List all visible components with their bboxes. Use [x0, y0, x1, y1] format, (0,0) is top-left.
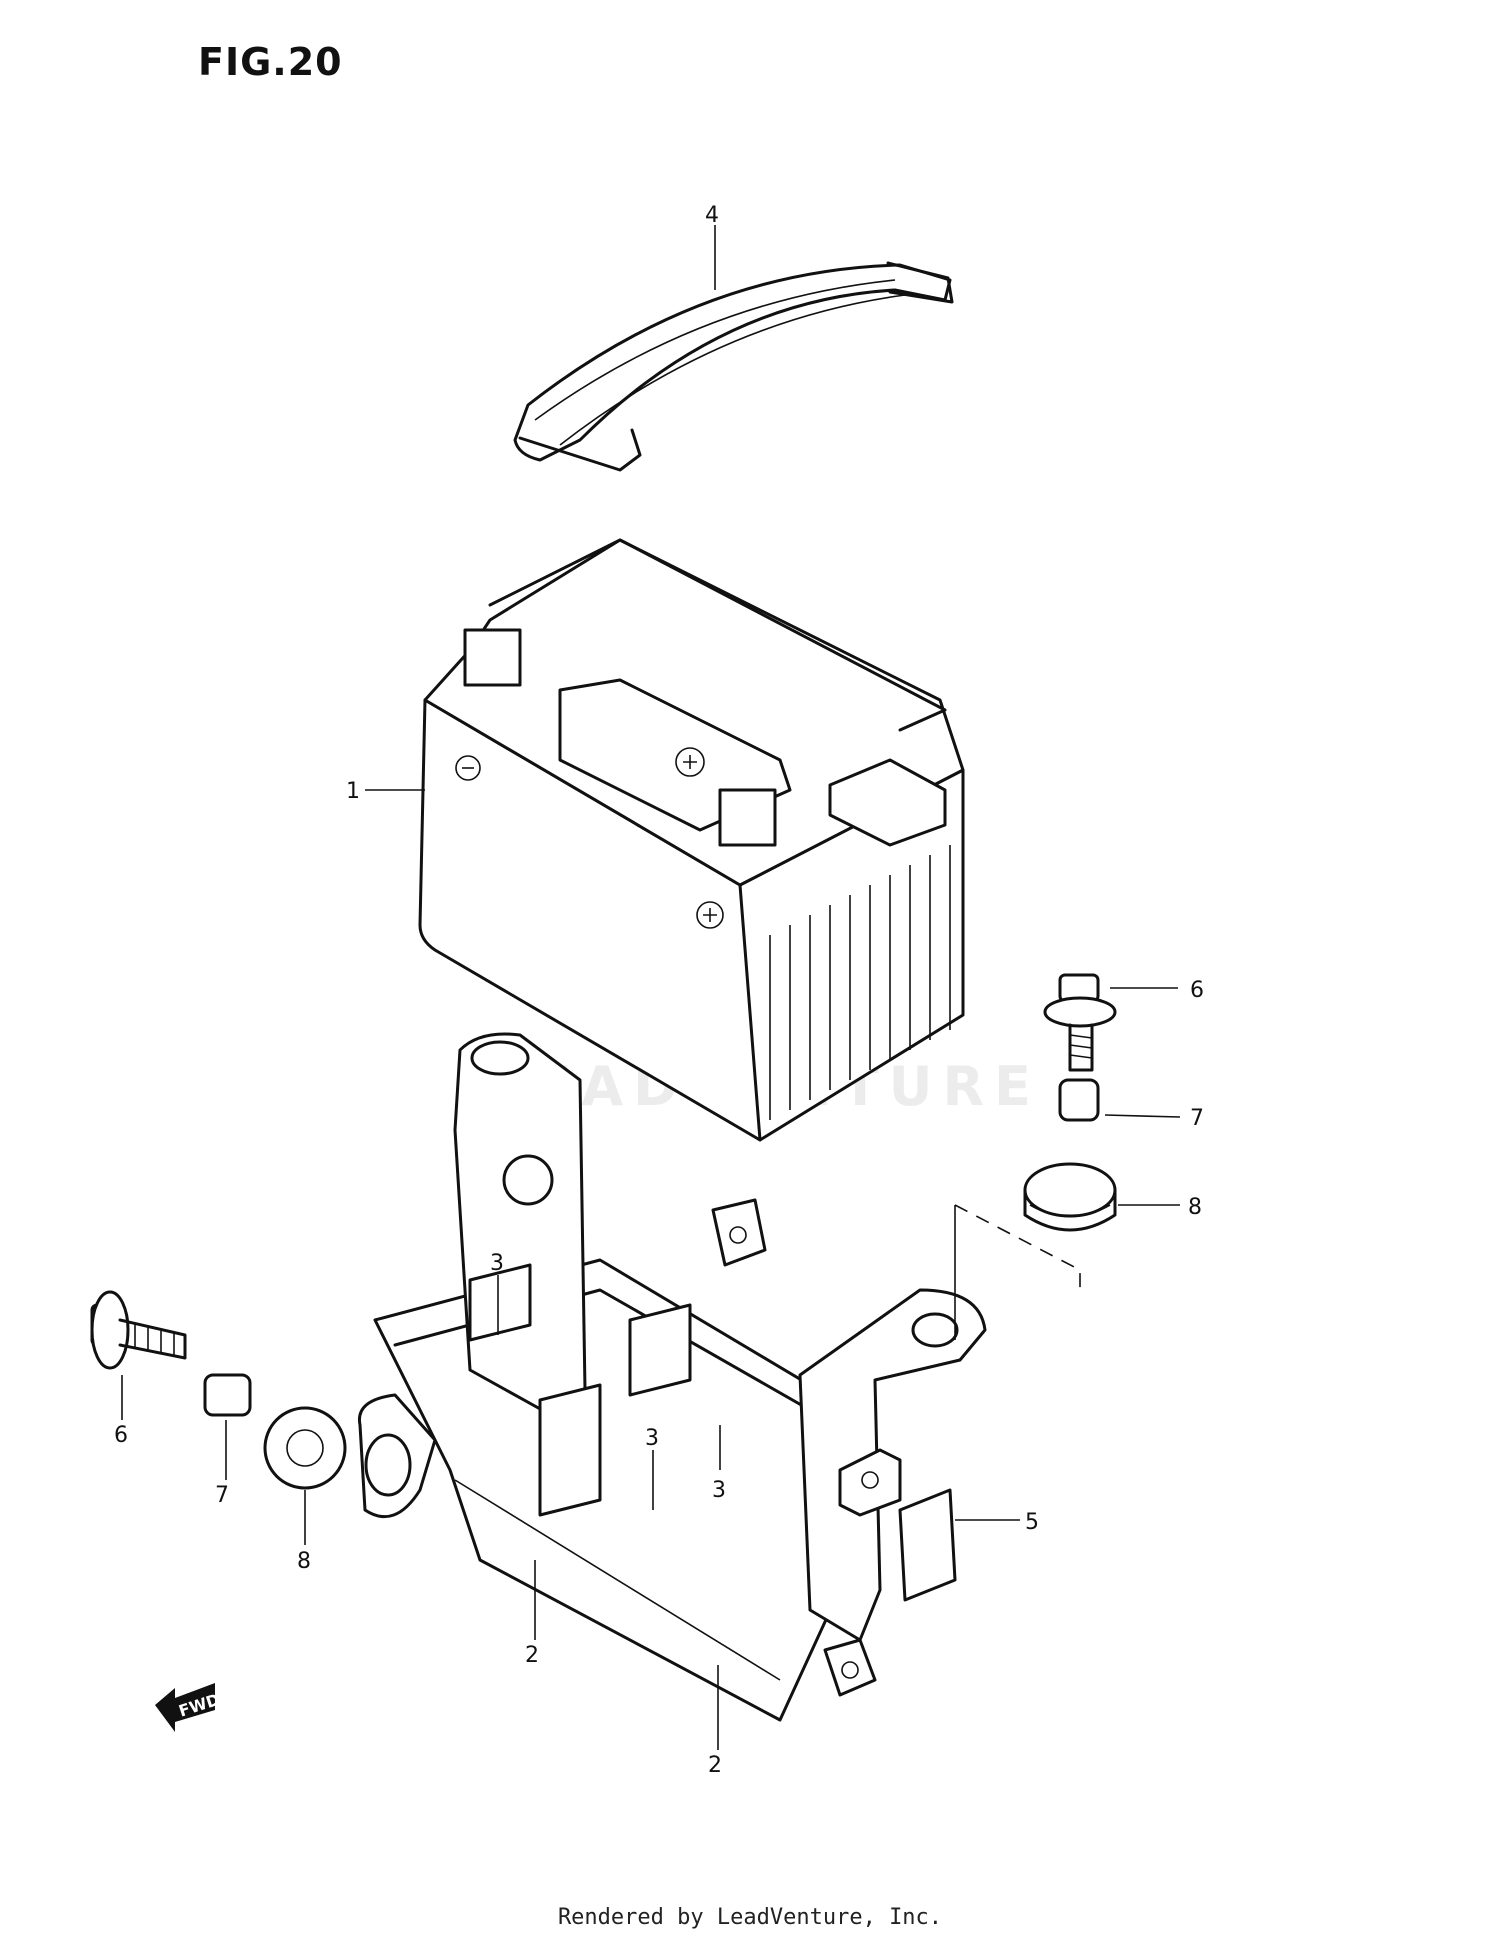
bolt-right[interactable] [1043, 973, 1117, 1072]
leader-lines [121, 225, 1181, 1750]
footer-credit: Rendered by LeadVenture, Inc. [557, 1905, 943, 1930]
callout-5: 5 [1025, 1510, 1039, 1535]
rubber-pads[interactable] [468, 1263, 692, 1517]
collar-right[interactable] [1058, 1078, 1100, 1122]
callout-2-upper: 2 [525, 1643, 539, 1668]
callout-7-left: 7 [215, 1483, 229, 1508]
bolt-left[interactable] [90, 1290, 187, 1370]
callout-2-lower: 2 [708, 1753, 722, 1778]
callout-8-left: 8 [297, 1549, 311, 1574]
callout-3-upper: 3 [490, 1251, 504, 1276]
callout-8-right: 8 [1188, 1195, 1202, 1220]
callout-3-right: 3 [712, 1478, 726, 1503]
callout-6-right: 6 [1190, 978, 1204, 1003]
callout-3-middle: 3 [645, 1426, 659, 1451]
callout-1: 1 [346, 779, 360, 804]
fwd-arrow-label: FWD [176, 1690, 222, 1721]
grommet-right[interactable] [1023, 1162, 1117, 1232]
figure-title: FIG.20 [198, 40, 343, 84]
collar-left[interactable] [203, 1373, 252, 1417]
callout-7-right: 7 [1190, 1106, 1204, 1131]
battery[interactable] [418, 538, 965, 1142]
callout-4: 4 [705, 203, 719, 228]
callout-6-left: 6 [114, 1423, 128, 1448]
fwd-arrow: FWD [155, 1683, 222, 1732]
battery-strap[interactable] [513, 261, 954, 472]
grommet-left[interactable] [263, 1406, 347, 1490]
